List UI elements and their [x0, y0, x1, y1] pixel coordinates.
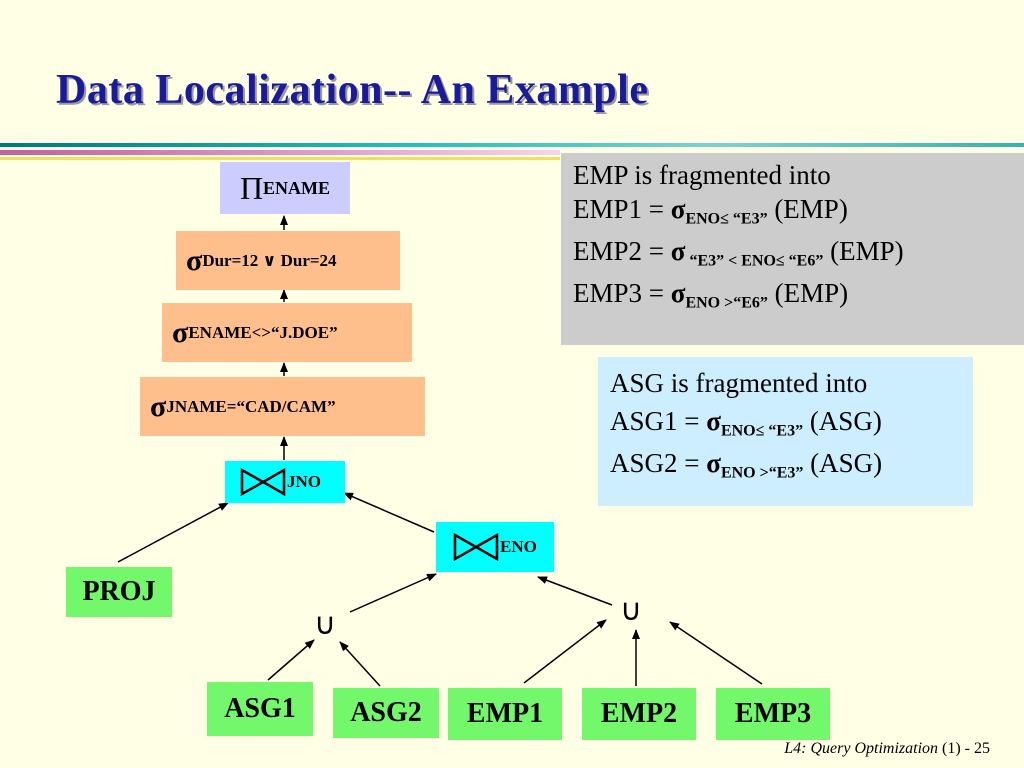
sigma-symbol: σ	[670, 194, 686, 224]
join-icon	[453, 532, 499, 562]
predicate-subscript: ENO >“E6”	[685, 294, 768, 312]
asg-fragmentation-panel: ASG is fragmented into ASG1 = σENO≤ “E3”…	[598, 357, 973, 506]
title-rule-pink	[0, 150, 560, 155]
sigma-symbol: σ	[706, 448, 721, 478]
sigma-symbol: σ	[670, 278, 686, 308]
edge-joineno-to-join	[343, 492, 435, 533]
edge-asg2-to-union	[339, 641, 381, 687]
sigma-symbol: σ	[670, 236, 686, 266]
projection-subscript: ENAME	[263, 177, 331, 198]
asg-fragment-line: ASG1 = σENO≤ “E3” (ASG)	[610, 401, 973, 443]
join-node-eno: ENO	[436, 522, 554, 572]
join-subscript: ENO	[500, 537, 537, 556]
edge-union-right-to-joineno	[537, 576, 613, 606]
edge-union-left-to-joineno	[349, 573, 437, 613]
fragment-lhs: ASG2 =	[610, 448, 707, 478]
edge-asg1-to-union	[267, 639, 315, 681]
predicate-subscript: ENO≤ “E3”	[720, 422, 804, 440]
fragment-emp1: EMP1	[448, 688, 562, 740]
fragment-lhs: EMP2 =	[573, 236, 671, 266]
predicate-subscript: ENO≤ “E3”	[685, 210, 768, 228]
selection-subscript: Dur=12 ∨ Dur=24	[202, 250, 337, 270]
sigma-symbol: σ	[186, 243, 203, 277]
join-icon	[240, 467, 286, 497]
fragment-rhs: (EMP)	[767, 278, 849, 308]
fragment-rhs: (EMP)	[823, 236, 904, 266]
union-icon-emp: ∪	[620, 593, 642, 628]
sigma-symbol: σ	[172, 315, 189, 349]
slide-footer: L4: Query Optimization (1) - 25	[784, 740, 990, 758]
fragment-asg1: ASG1	[207, 682, 313, 736]
emp-panel-heading: EMP is fragmented into	[573, 160, 831, 190]
sigma-symbol: σ	[150, 389, 167, 423]
union-icon-asg: ∪	[314, 607, 336, 642]
fragment-rhs: (ASG)	[803, 448, 883, 478]
edge-emp1-to-union	[523, 619, 607, 684]
projection-symbol: Π	[239, 169, 264, 206]
asg-panel-heading: ASG is fragmented into	[610, 368, 868, 398]
sigma-symbol: σ	[706, 406, 721, 436]
join-subscript: JNO	[287, 472, 321, 491]
join-node-jno: JNO	[225, 461, 345, 503]
fragment-asg2: ASG2	[333, 688, 439, 738]
edge-emp3-to-union	[669, 621, 763, 685]
emp-fragment-line: EMP1 = σENO≤ “E3” (EMP)	[573, 189, 1024, 231]
edge-proj-to-join	[117, 502, 229, 563]
slide-title: Data Localization-- An Example	[56, 67, 649, 113]
emp-fragment-line: EMP3 = σENO >“E6” (EMP)	[573, 273, 1024, 315]
selection-subscript: JNAME=“CAD/CAM”	[166, 396, 336, 416]
predicate-subscript: ENO >“E3”	[720, 464, 804, 482]
predicate-subscript: “E3” < ENO≤ “E6”	[685, 252, 824, 270]
asg-fragment-line: ASG2 = σENO >“E3” (ASG)	[610, 443, 973, 485]
emp-fragmentation-panel: EMP is fragmented into EMP1 = σENO≤ “E3”…	[561, 153, 1024, 345]
emp-fragment-line: EMP2 = σ “E3” < ENO≤ “E6” (EMP)	[573, 231, 1024, 273]
fragment-lhs: ASG1 =	[610, 406, 707, 436]
footer-page: (1) - 25	[938, 740, 990, 757]
fragment-emp3: EMP3	[716, 688, 830, 740]
title-rule-yellow	[0, 157, 560, 160]
title-rule-teal	[0, 143, 1024, 147]
footer-course: L4: Query Optimization	[784, 740, 939, 757]
fragment-emp2: EMP2	[582, 688, 696, 740]
fragment-lhs: EMP3 =	[573, 278, 671, 308]
relation-proj: PROJ	[66, 567, 172, 617]
fragment-rhs: (ASG)	[803, 406, 882, 436]
fragment-lhs: EMP1 =	[573, 194, 671, 224]
selection-subscript: ENAME<>“J.DOE”	[188, 322, 338, 342]
fragment-rhs: (EMP)	[767, 194, 848, 224]
